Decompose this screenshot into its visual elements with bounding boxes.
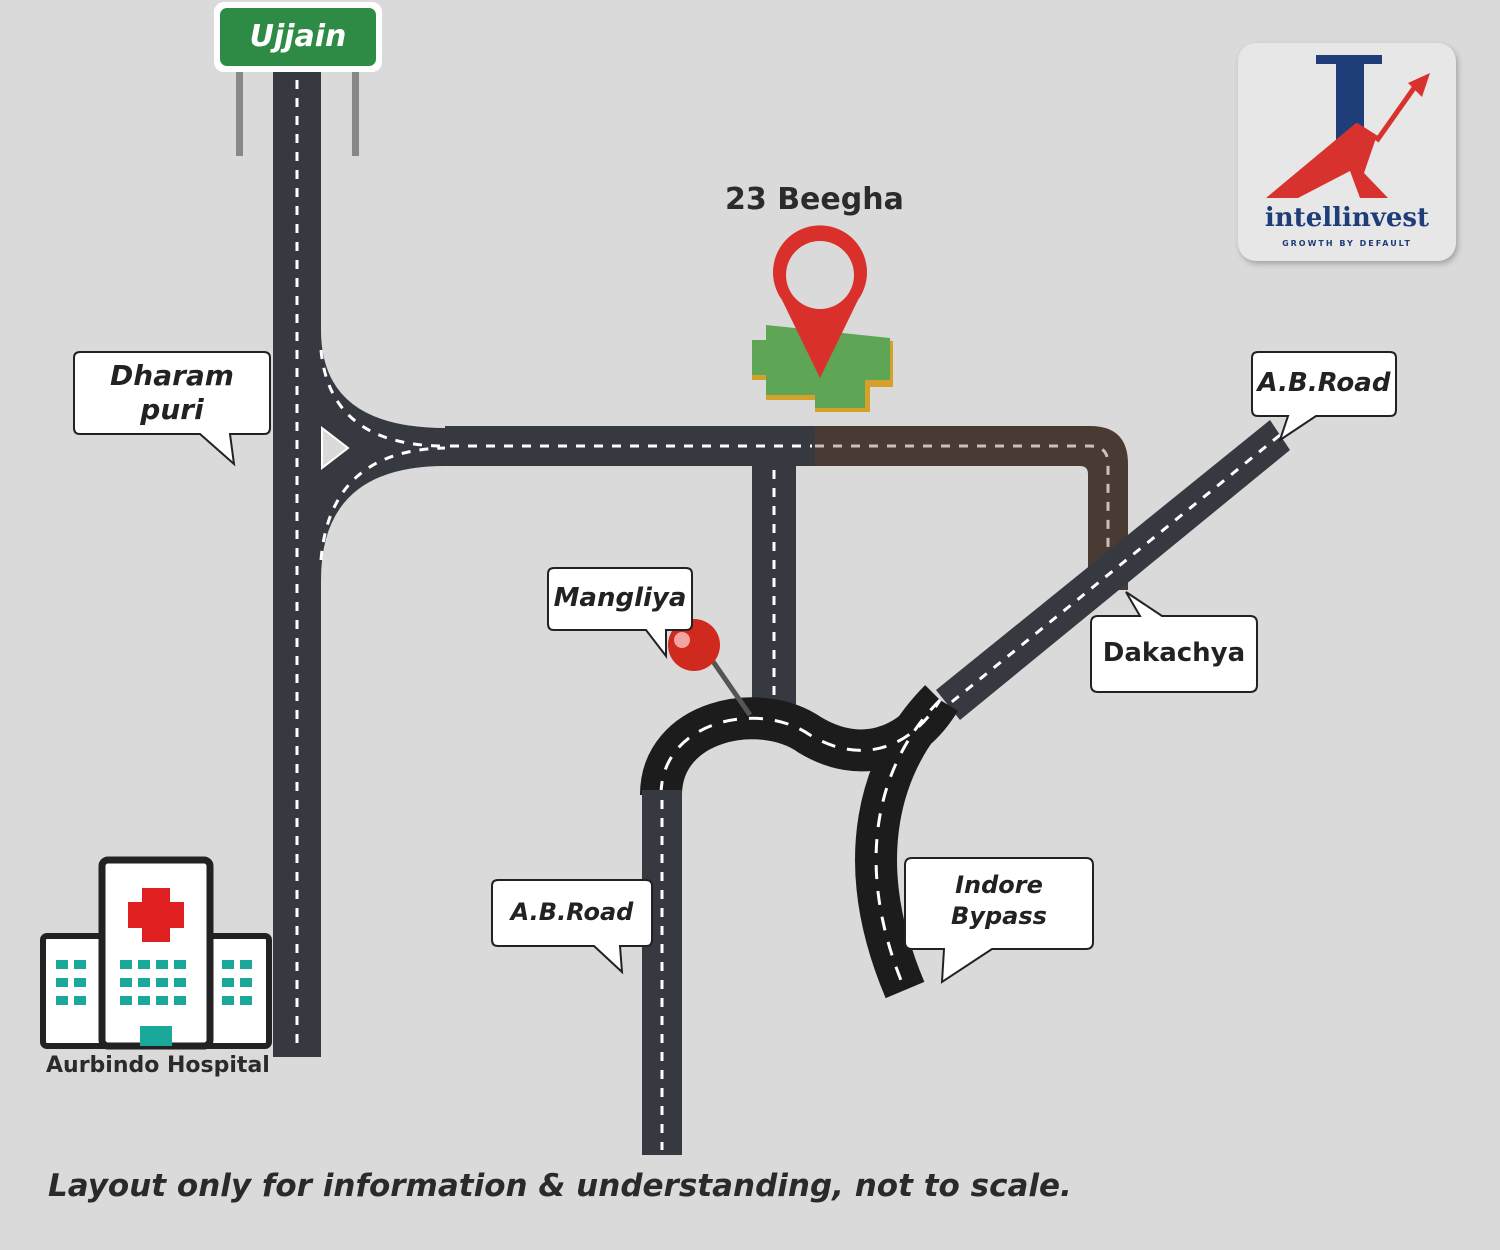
site-access-road [445, 426, 815, 466]
unpaved-road [815, 426, 1128, 590]
disclaimer-text: Layout only for information & understand… [48, 1168, 1072, 1204]
dharampuri-road [273, 72, 321, 1057]
intellinvest-logo: intellinvest GROWTH BY DEFAULT [1238, 43, 1456, 261]
logo-mark-icon [1266, 55, 1430, 198]
logo-name: intellinvest [1264, 203, 1430, 233]
ab-road-south [642, 790, 682, 1155]
ab-road-top-label: A.B.Road [1257, 368, 1391, 399]
ujjain-sign-label: Ujjain [249, 18, 347, 54]
hospital-icon [40, 856, 272, 1050]
callout-dakachya [1090, 591, 1258, 693]
callout-indore-bypass [904, 857, 1094, 984]
dakachya-label: Dakachya [1102, 638, 1246, 669]
callout-dharampuri [73, 351, 271, 467]
indore-bypass-road [640, 685, 959, 999]
callout-mangliya [547, 567, 693, 659]
callout-ab-road-top [1251, 351, 1397, 443]
junction [319, 330, 446, 580]
logo-tagline: GROWTH BY DEFAULT [1282, 239, 1412, 248]
mangliya-pin-icon [668, 619, 753, 717]
dharampuri-label: Dharam puri [110, 359, 234, 426]
callout-ab-road-bottom [491, 879, 653, 975]
hospital-label: Aurbindo Hospital [46, 1053, 270, 1078]
ab-road-bottom-label: A.B.Road [510, 898, 634, 927]
site-location-pin-icon [773, 225, 867, 378]
site-label: 23 Beegha [725, 182, 904, 217]
indore-bypass-label: Indore Bypass [951, 870, 1047, 930]
mangliya-label: Mangliya [553, 583, 687, 614]
ab-road-northeast [936, 420, 1290, 720]
connector-road [752, 466, 796, 724]
ujjain-sign [214, 2, 382, 156]
